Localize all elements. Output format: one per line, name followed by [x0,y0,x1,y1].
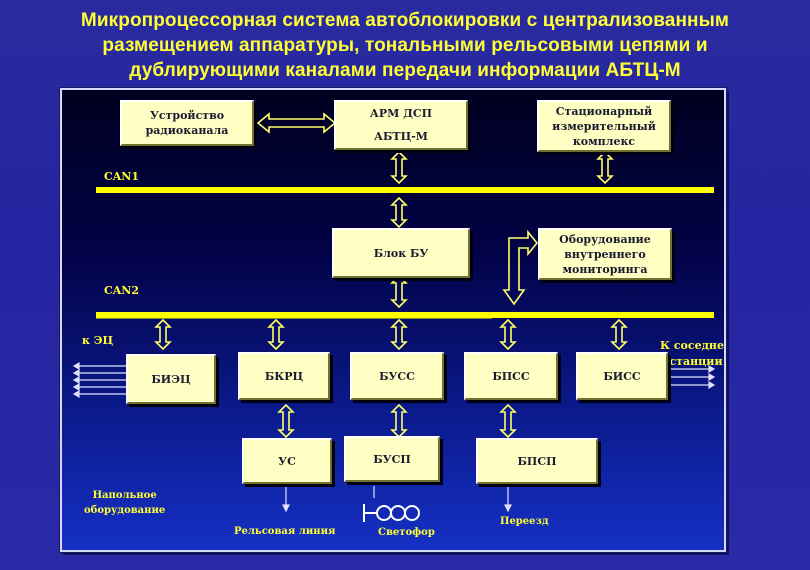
title-line-3: дублирующими каналами передачи информаци… [129,60,681,81]
arm-dsp-line2: АБТЦ-М [374,130,428,143]
connectors-layer [72,112,716,522]
floor-equipment-label: Напольное оборудование [84,488,165,518]
rail-line-label: Рельсовая линия [234,526,336,537]
can2-bus [96,312,714,318]
title-line-2: размещением аппаратуры, тональными рельс… [102,35,708,56]
bkrc-arrow [267,318,285,351]
bpss-text: БПСС [492,369,530,383]
us-box: УС [242,438,332,484]
floor-equipment-line1: Напольное [92,490,157,501]
bpss-arrow [499,318,517,351]
buss-arrow [390,318,408,351]
crossing-label: Переезд [500,516,549,527]
bkrc-text: БКРЦ [264,369,304,383]
buss-text: БУСС [379,369,415,383]
diagram-panel: CAN1 CAN2 [60,88,726,552]
bu-text: Блок БУ [373,246,429,260]
stat-can1-arrow [596,150,614,185]
busp-box: БУСП [344,436,440,482]
can2-label: CAN2 [104,284,139,297]
can1-bu-arrow [390,196,408,229]
biss-text: БИСС [603,369,641,383]
busp-text: БУСП [373,452,411,466]
biec-arrow [154,318,172,351]
biss-box: БИСС [576,352,668,400]
buss-busp-arrow [390,403,408,439]
bkrc-us-arrow [277,403,295,439]
neighbor-label: К соседней станции [660,338,726,370]
biec-text: БИЭЦ [151,372,191,386]
signal-icon [363,504,420,522]
bu-box: Блок БУ [332,228,470,278]
radio-arm-arrow [256,112,337,134]
signal-label: Светофор [378,527,435,538]
can1-label: CAN1 [104,170,139,183]
bpsp-text: БПСП [517,454,557,468]
us-text: УС [278,454,296,468]
floor-equipment-line2: оборудование [84,505,166,516]
arm-dsp-box: АРМ ДСП АБТЦ-М [334,100,468,150]
monitoring-text: Оборудование внутреннего мониторинга [559,232,651,276]
bpsp-box: БПСП [476,438,598,484]
arm-can1-arrow [390,150,408,185]
bpss-bpsp-arrow [499,403,517,439]
bu-can2-arrow [390,274,408,309]
buss-box: БУСС [350,352,444,400]
stationary-complex-text: Стационарный измерительный комплекс [552,104,656,148]
bpss-box: БПСС [464,352,558,400]
neighbor-label-line2: станции [669,355,723,368]
biec-box: БИЭЦ [126,354,216,404]
title-line-1: Микропроцессорная система автоблокировки… [80,10,730,31]
monitoring-box: Оборудование внутреннего мониторинга [538,228,672,280]
radio-channel-text: Устройство радиоканала [145,109,229,137]
neighbor-label-line1: К соседней [660,339,726,352]
monitoring-arrow [502,229,539,306]
can1-bus [96,187,714,193]
ec-arrows [72,361,126,399]
ec-label: к ЭЦ [82,334,114,347]
bkrc-box: БКРЦ [238,352,330,400]
page-title: Микропроцессорная система автоблокировки… [40,8,770,83]
stationary-complex-box: Стационарный измерительный комплекс [537,100,671,152]
arm-dsp-line1: АРМ ДСП [369,107,433,120]
radio-channel-box: Устройство радиоканала [120,100,254,146]
biss-arrow [610,318,628,351]
